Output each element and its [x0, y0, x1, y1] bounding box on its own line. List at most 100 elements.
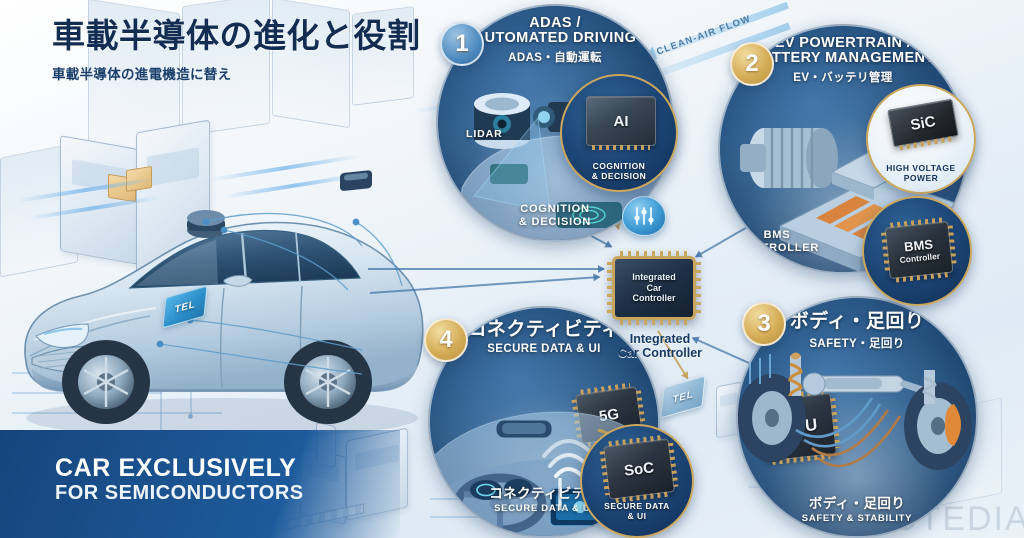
car-headlight — [35, 323, 90, 349]
magnifier-soc-chip[interactable]: SoC SECURE DATA & UI — [580, 424, 694, 538]
chip-pins — [608, 434, 663, 447]
circle-3-title-en: SAFETY・足回り — [809, 337, 905, 350]
circle-2-bottom-l2: CONTROLLER — [734, 242, 820, 254]
car-rear-wheel — [284, 340, 372, 424]
circle-2-title-en-l2: BATTERY MANAGEMENT — [751, 50, 935, 67]
circle-2-caption-bottom: BMS CONTROLLER — [720, 228, 870, 254]
magnifier-soc-label-l1: SECURE DATA — [604, 501, 670, 512]
car-sensor-network — [159, 212, 403, 375]
tel-chip-label: TEL — [672, 388, 694, 406]
bms-chip: BMS Controller — [881, 217, 957, 283]
chip-pins — [889, 217, 943, 228]
banner-gold-edge — [384, 430, 400, 538]
chip-pins — [619, 251, 689, 258]
page-title: 車載半導体の進化と役割 — [52, 17, 421, 54]
magnifier-ai-label-l1: COGNITION — [592, 161, 646, 172]
cabin-instrument-cluster — [470, 479, 532, 500]
headline-block: 車載半導体の進化と役割 車載半導体の進電機造に替え — [52, 17, 421, 83]
center-chip-label-l2: Car — [646, 282, 662, 293]
circle-3-number-badge: 3 — [742, 302, 786, 346]
headlight-beam-line — [43, 327, 83, 336]
chassis-signal-arrows — [749, 354, 771, 384]
circle-4-number-badge: 4 — [424, 318, 468, 362]
adas-sensor-panel — [490, 164, 528, 184]
magnifier-ai-label-l2: & DECISION — [591, 171, 647, 182]
circle-2-title-en-l1: EV POWERTRAIN / — [774, 35, 912, 51]
car-c-pillar — [295, 232, 301, 283]
lidar-label: LIDAR — [466, 128, 503, 140]
car-illustration — [10, 130, 430, 460]
ai-chip-label: AI — [613, 112, 629, 130]
circle-1-number-badge: 1 — [440, 22, 484, 66]
adas-radar-wave — [579, 209, 599, 221]
circle-4-caption-bottom: コネクティビティ SECURE DATA & UI — [430, 482, 658, 514]
magnifier-soc-label-l2: & UI — [627, 511, 647, 522]
circle-2-title-jp: EV・バッテリ管理 — [793, 72, 893, 85]
chassis-right-wheel — [904, 370, 972, 470]
sic-chip: SiC — [887, 98, 959, 151]
banner-text: CAR EXCLUSIVELY FOR SEMICONDUCTORS — [55, 454, 304, 503]
integrated-car-controller-caption: Integrated Car Controller — [600, 332, 720, 360]
tel-chip-label: TEL — [174, 298, 196, 316]
car-b-pillar — [240, 232, 248, 283]
integrated-car-controller-chip[interactable]: Integrated Car Controller — [607, 251, 701, 325]
circle-1-caption-bottom: COGNITION & DECISION — [438, 202, 672, 228]
car-rear-sensor-module — [340, 170, 372, 191]
car-svg — [24, 170, 424, 438]
magnifier-sic-chip[interactable]: SiC HIGH VOLTAGE POWER — [866, 84, 976, 194]
ai-chip: AI — [586, 96, 656, 150]
car-front-wheel — [62, 340, 150, 424]
center-caption-l1: Integrated — [629, 332, 691, 346]
car-side-mirror — [223, 275, 253, 287]
circle-3-bottom-en: SAFETY & STABILITY — [801, 513, 913, 524]
chip-pins — [895, 272, 949, 283]
circle-1-bottom-l1: COGNITION — [520, 203, 590, 215]
magnifier-sic-label-l1: HIGH VOLTAGE — [886, 163, 956, 174]
circle-4-bottom-jp: コネクティビティ — [489, 486, 599, 501]
car-glass-highlight — [136, 240, 218, 286]
center-caption-l2: Car Controller — [617, 346, 703, 360]
circle-2-caption-top: EV POWERTRAIN / BATTERY MANAGEMENT EV・バッ… — [720, 35, 966, 85]
chip-pins — [947, 225, 957, 268]
circle-1-title-jp: ADAS・自動運転 — [508, 52, 602, 65]
chassis-scene-svg — [738, 352, 972, 470]
magnifier-bms-chip[interactable]: BMS Controller — [862, 196, 972, 306]
circle-1-title-en-l1: ADAS / — [529, 15, 581, 31]
circle-3-caption-bottom: ボディ・足回り SAFETY & STABILITY — [738, 492, 976, 524]
center-chip-label-l1: Integrated — [632, 272, 676, 283]
banner-line-1: CAR EXCLUSIVELY — [55, 454, 297, 482]
chip-pins — [599, 451, 610, 496]
chip-pins — [694, 262, 701, 314]
sic-chip-label: SiC — [909, 112, 937, 134]
chassis-left-suspension — [738, 352, 806, 462]
connector-from-car-1 — [368, 265, 605, 273]
sliders-icon — [634, 207, 654, 225]
magnifier-ai-label: COGNITION & DECISION — [562, 162, 676, 182]
magnifier-ai-chip[interactable]: AI COGNITION & DECISION — [560, 74, 678, 192]
circle-4-title-jp: コネクティビティ — [467, 319, 621, 340]
soc-chip: SoC — [599, 434, 679, 504]
circle-2-number-badge: 2 — [730, 42, 774, 86]
chassis-wiring — [795, 397, 902, 468]
center-chip-label-l3: Controller — [632, 293, 676, 304]
circuit-trace — [190, 372, 192, 418]
service-tools-badge[interactable] — [622, 196, 666, 236]
circle-3-caption-top: ボディ・足回り SAFETY・足回り — [738, 312, 976, 351]
circuit-node — [188, 414, 193, 419]
brake-caliper — [945, 404, 961, 446]
magnifier-sic-label-l2: POWER — [903, 173, 939, 184]
circle-4-title-en: SECURE DATA & UI — [487, 342, 601, 355]
circle-3-title-jp: ボディ・足回り — [789, 311, 925, 332]
circle-4-caption-top: コネクティビティ SECURE DATA & UI — [430, 320, 658, 355]
chip-pins — [668, 442, 679, 487]
ev-motor — [740, 128, 838, 188]
chip-pins — [881, 232, 891, 275]
car-roof-lidar-sensor — [187, 210, 225, 238]
soc-chip-label: SoC — [623, 458, 655, 480]
circle-4-bottom-en: SECURE DATA & UI — [494, 503, 594, 514]
magnifier-sic-label: HIGH VOLTAGE POWER — [868, 164, 974, 184]
circle-1-caption-top: ADAS / AUTOMATED DRIVING ADAS・自動運転 — [438, 15, 672, 65]
cabin-rearview-mirror — [495, 419, 553, 439]
car-door-line — [220, 287, 225, 389]
